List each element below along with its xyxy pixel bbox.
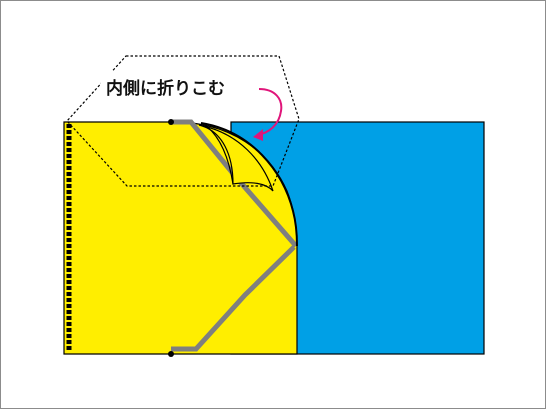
yellow-paper-panel — [63, 121, 298, 355]
fold-arrow-head — [253, 129, 263, 141]
fold-arrow — [256, 88, 283, 136]
instruction-label: 内側に折りこむ — [106, 78, 225, 99]
top-fold-dot — [168, 119, 174, 125]
callout-dotted-outline — [66, 55, 300, 187]
curled-flap-inner-edge — [204, 124, 234, 185]
outer-curve-edge — [200, 122, 298, 247]
fold-line-lower — [171, 245, 296, 352]
bottom-fold-dot — [168, 351, 174, 357]
label-background — [101, 71, 257, 101]
curled-flap — [198, 124, 274, 192]
fold-line-upper — [171, 119, 298, 248]
